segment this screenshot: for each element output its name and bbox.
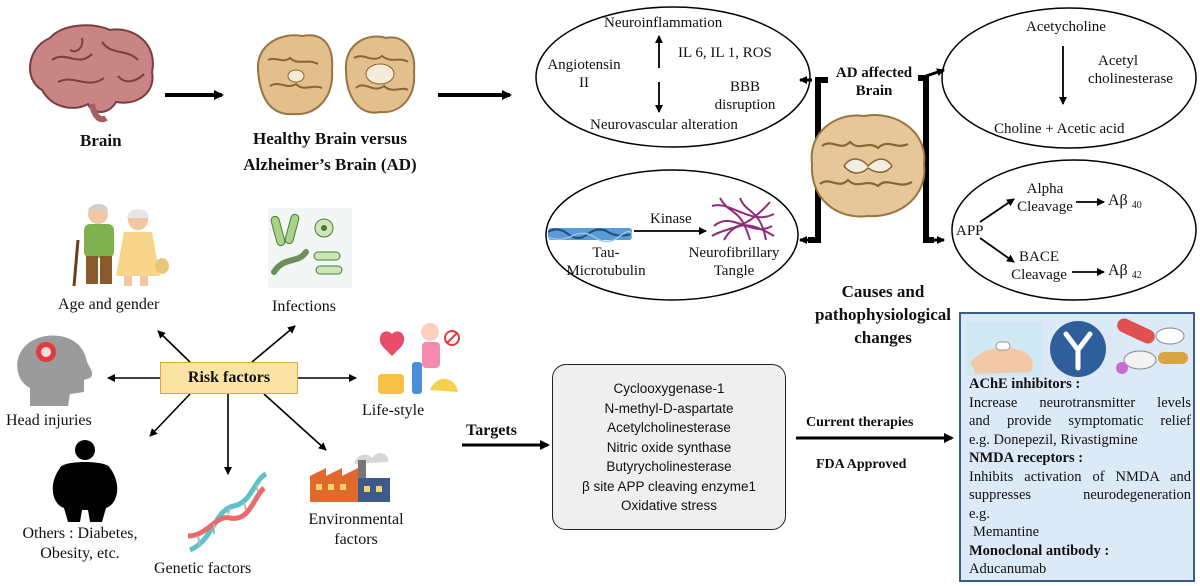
angiotensin-text: Angiotensin II (547, 57, 621, 91)
age-gender-label: Age and gender (58, 296, 160, 313)
bace-cleavage-text: BACE Cleavage (1011, 249, 1067, 283)
target-item: β site APP cleaving enzyme1 (581, 478, 757, 494)
current-therapies-label: Current therapies (806, 415, 914, 430)
nft-text: Neurofibrillary Tangle (688, 245, 780, 279)
pill-hand-illustration (966, 322, 1042, 376)
others-label: Others : Diabetes, Obesity, etc. (22, 525, 138, 562)
therapy-panel-text: AChE inhibitors : Increase neurotransmit… (969, 376, 1191, 577)
antibody-icon (1050, 321, 1106, 377)
ab42-text: Aβ 42 (1108, 262, 1142, 281)
lifestyle-illustration (378, 323, 460, 394)
tau-microtubule-illustration (548, 228, 632, 243)
fda-approved-label: FDA Approved (816, 457, 907, 472)
neurovascular-text: Neurovascular alteration (590, 117, 738, 133)
dna-illustration (187, 471, 268, 553)
brain-label: Brain (80, 131, 122, 150)
pills-illustration (1116, 318, 1188, 374)
bbb-disruption-text: BBB disruption (714, 79, 776, 113)
il-ros-text: IL 6, IL 1, ROS (678, 45, 772, 61)
kinase-text: Kinase (650, 211, 692, 227)
ad-brain-illustration (810, 114, 926, 218)
target-item: Cyclooxygenase-1 (613, 381, 725, 396)
targets-box: Cyclooxygenase-1 N-methyl-D-aspartate Ac… (552, 364, 786, 530)
neuroinflammation-text: Neuroinflammation (604, 15, 723, 31)
head-injuries-label: Head injuries (6, 412, 92, 429)
obesity-illustration (52, 440, 118, 522)
tangle-illustration (711, 197, 775, 241)
ad-affected-brain-label: AD affected Brain (835, 65, 913, 99)
target-item: Nitric oxide synthase (606, 439, 732, 455)
target-item: Oxidative stress (620, 498, 718, 513)
brain-illustration (29, 24, 154, 123)
app-text: APP (956, 223, 984, 239)
acetylcholine-text: Acetycholine (1026, 19, 1106, 35)
factory-illustration (310, 453, 390, 502)
acetylcholinesterase-text: Acetyl cholinesterase (1088, 53, 1173, 87)
targets-label: Targets (466, 422, 517, 439)
infections-illustration (268, 208, 352, 288)
target-item: Acetylcholinesterase (607, 420, 731, 435)
tau-microtubulin-text: Tau- Microtubulin (566, 245, 646, 279)
causes-label: Causes and pathophysiological changes (814, 282, 952, 347)
elderly-couple-illustration (72, 204, 169, 287)
healthy-vs-ad-label: Healthy Brain versus Alzheimer’s Brain (… (243, 129, 417, 174)
choline-acetic-text: Choline + Acetic acid (994, 121, 1125, 137)
target-item: N-methyl-D-aspartate (604, 400, 734, 416)
target-item: Butyrycholinesterase (606, 459, 732, 474)
environmental-label: Environmental factors (308, 511, 404, 548)
ach-ellipse (941, 7, 1197, 149)
head-injury-illustration (17, 335, 93, 406)
app-ellipse (951, 159, 1197, 301)
brain-slices-illustration (256, 34, 416, 116)
infections-label: Infections (272, 298, 336, 315)
tau-ellipse (545, 169, 799, 301)
genetic-factors-label: Genetic factors (154, 560, 252, 577)
ab40-text: Aβ 40 (1108, 192, 1142, 211)
risk-factors-box: Risk factors (160, 362, 298, 394)
neuro-ellipse (535, 6, 811, 148)
lifestyle-label: Life-style (362, 402, 425, 419)
alpha-cleavage-text: Alpha Cleavage (1017, 181, 1073, 215)
